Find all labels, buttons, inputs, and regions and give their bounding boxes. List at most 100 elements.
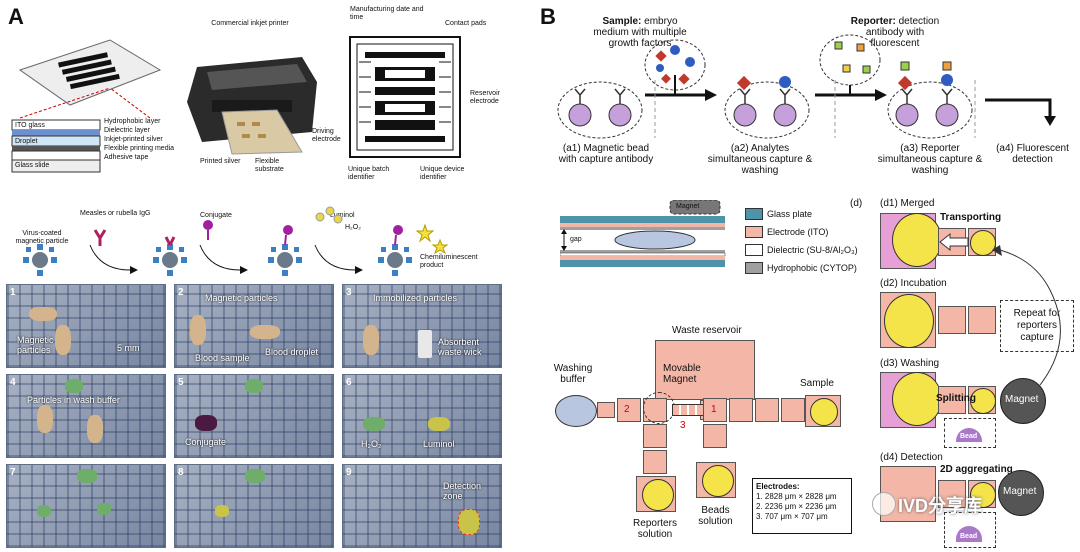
legend-label: Dielectric (SU-8/Al₂O₃) xyxy=(767,245,858,255)
luminol-step-label: Luminol xyxy=(330,212,355,219)
magnet-label: Magnet xyxy=(676,203,700,210)
transporting-label: Transporting xyxy=(940,212,1002,223)
step-a1-label: (a1) Magnetic bead with capture antibody xyxy=(558,143,654,165)
waste-reservoir xyxy=(655,340,755,400)
d3-small-droplet xyxy=(970,388,996,414)
photo-num: 5 xyxy=(178,377,184,388)
reservoir-electrode-label: Reservoir electrode xyxy=(470,90,500,105)
igg-label: Measles or rubella IgG xyxy=(80,210,151,217)
d3-magnet xyxy=(1000,378,1046,424)
particle-label: Virus-coated magnetic particle xyxy=(15,230,69,245)
d2-droplet xyxy=(884,294,934,348)
manufacturing-label: Manufacturing date and time xyxy=(350,6,424,21)
reporter-text: detection antibody with fluorescent xyxy=(865,16,940,49)
photo-num: 8 xyxy=(178,467,184,478)
reporters-droplet xyxy=(642,479,674,511)
photo-text: Particles in wash buffer xyxy=(27,395,120,405)
ito-glass-label: ITO glass xyxy=(15,122,45,129)
photo-cell-2: 2 Magnetic particles Blood sample Blood … xyxy=(174,284,334,368)
electrode-1-number: 1 xyxy=(711,404,717,415)
electrode-1d xyxy=(781,398,805,422)
device-legend: Hydrophobic layer Dielectric layer Inkje… xyxy=(104,118,174,162)
photo-text: Immobilized particles xyxy=(373,293,458,303)
d1-label: (d1) Merged xyxy=(880,198,935,209)
scale-bar-label: 5 mm xyxy=(117,343,140,353)
photo-text: Blood sample xyxy=(195,353,250,363)
d2-label: (d2) Incubation xyxy=(880,278,947,289)
electrode-2-number: 2 xyxy=(624,404,630,415)
sample-text: embryo medium with multiple growth facto… xyxy=(593,16,687,49)
photo-text: Luminol xyxy=(423,439,455,449)
washing-buffer-label: Washing buffer xyxy=(553,363,593,385)
repeat-label: Repeat for reporters capture xyxy=(1013,308,1061,343)
electrode-size-3: 3. 707 μm × 707 μm xyxy=(756,512,828,521)
photo-cell-9: 9 Detection zone xyxy=(342,464,502,548)
photo-cell-7: 7 xyxy=(6,464,166,548)
photo-num: 7 xyxy=(10,467,16,478)
waste-reservoir-label: Waste reservoir xyxy=(672,325,742,336)
d3-label: (d3) Washing xyxy=(880,358,940,369)
workflow-illustration xyxy=(557,34,1056,139)
d2-electrode-b xyxy=(968,306,996,334)
d4-electrode xyxy=(938,480,966,508)
d4-small-droplet xyxy=(970,482,996,508)
d4-magnet xyxy=(998,470,1044,516)
bead-inset xyxy=(944,418,996,448)
electrodes-title: Electrodes: xyxy=(756,482,800,491)
electrode-down-3 xyxy=(703,424,727,448)
photo-cell-3: 3 Immobilized particles Absorbent waste … xyxy=(342,284,502,368)
chip-cross-section xyxy=(560,200,726,267)
aggregating-label: 2D aggregating xyxy=(940,464,1013,475)
photo-cell-5: 5 Conjugate xyxy=(174,374,334,458)
h2o2-step-label: H₂O₂ xyxy=(345,224,361,231)
droplet-label: Droplet xyxy=(15,138,38,145)
flexible-substrate-label: Flexible substrate xyxy=(255,158,284,173)
bead-inset-shape-2 xyxy=(956,526,982,542)
electrode-size-2: 2. 2236 μm × 2236 μm xyxy=(756,502,837,511)
magnet-position xyxy=(643,392,675,424)
photo-num: 2 xyxy=(178,287,184,298)
photo-cell-4: 4 Particles in wash buffer xyxy=(6,374,166,458)
photo-text: Magnetic particles xyxy=(205,293,278,303)
electrode-2 xyxy=(617,398,641,422)
d3-droplet xyxy=(892,372,942,426)
watermark-text: IVD分享库 xyxy=(898,496,983,516)
bead-inset-2 xyxy=(944,512,996,548)
photo-num: 6 xyxy=(346,377,352,388)
sample-title: Sample: xyxy=(602,16,642,27)
electrode-1 xyxy=(703,398,727,422)
transport-arrow-icon xyxy=(939,232,969,252)
photo-num: 9 xyxy=(346,467,352,478)
electrode-3-number: 3 xyxy=(680,420,686,431)
d3-magnet-label: Magnet xyxy=(1005,394,1039,405)
d3-electrode xyxy=(938,386,966,414)
gap-label: gap xyxy=(570,236,582,243)
reporters-solution-label: Reporters solution xyxy=(633,518,677,540)
photo-cell-8: 8 xyxy=(174,464,334,548)
electrode-small xyxy=(597,402,615,418)
d2-electrode xyxy=(938,306,966,334)
beads-droplet xyxy=(702,465,734,497)
device-identifier-label: Unique device identifier xyxy=(420,166,465,181)
photo-num: 4 xyxy=(10,377,16,388)
electrode-1b xyxy=(729,398,753,422)
photo-num: 3 xyxy=(346,287,352,298)
contact-pads-label: Contact pads xyxy=(445,20,487,27)
product-label: Chemiluminescent product xyxy=(420,254,478,269)
small-electrodes xyxy=(672,404,704,416)
conjugate-step-label: Conjugate xyxy=(200,212,232,219)
printer-label: Commercial inkjet printer xyxy=(211,20,289,27)
legend-media: Flexible printing media xyxy=(104,145,175,152)
legend-tape: Adhesive tape xyxy=(104,154,149,161)
device-schematic xyxy=(11,39,162,173)
step-a4-label: (a4) Fluorescent detection xyxy=(996,143,1069,165)
repeat-arrow-icon xyxy=(992,245,1061,386)
d-label: (d) xyxy=(850,198,863,209)
glass-slide-label: Glass slide xyxy=(15,162,50,169)
legend-dielectric: Dielectric layer xyxy=(104,127,150,134)
assay-steps-illustration xyxy=(23,206,449,276)
legend-label: Hydrophobic (CYTOP) xyxy=(767,263,857,273)
bead-label-2: Bead xyxy=(960,533,978,540)
driving-electrode-label: Driving electrode xyxy=(312,128,341,143)
chip-layout xyxy=(349,36,461,158)
